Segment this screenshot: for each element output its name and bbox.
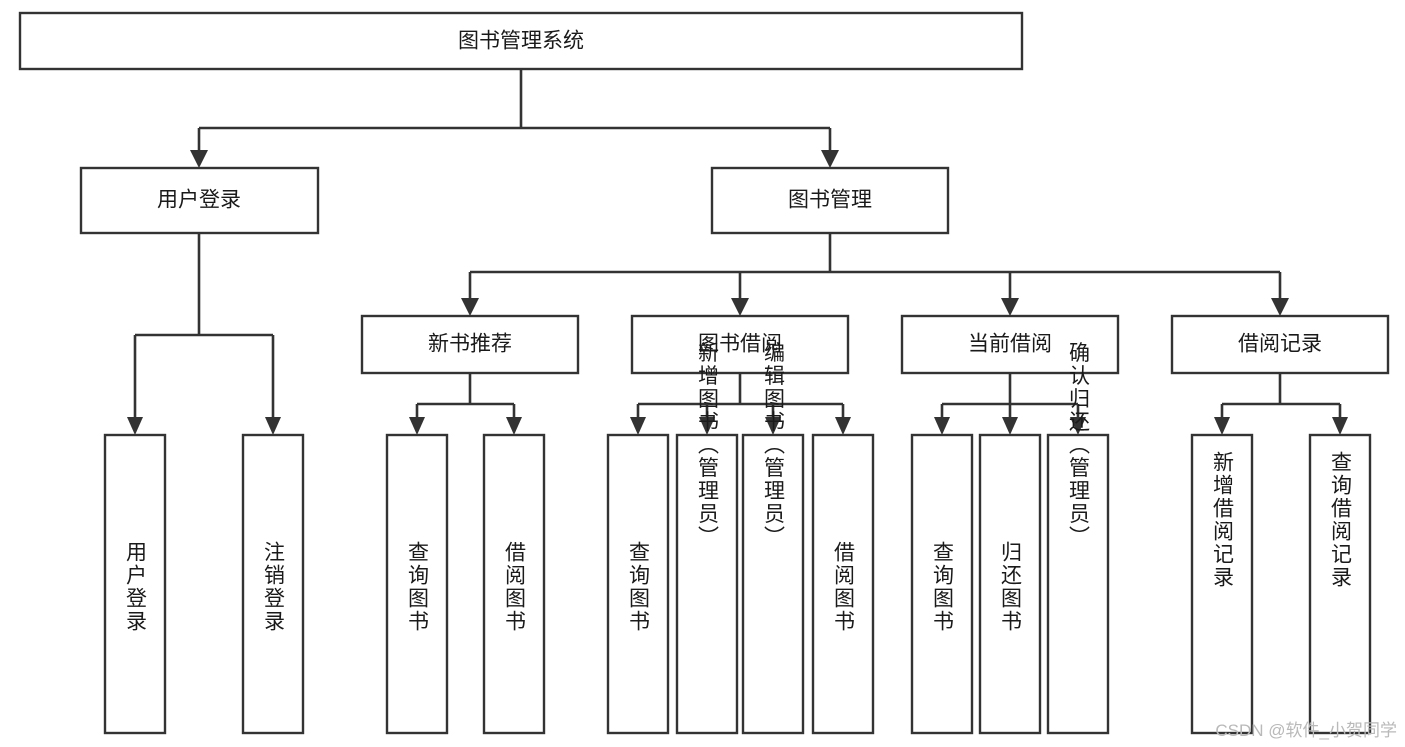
connector-group-book-borrow-to-leaves <box>630 373 851 435</box>
node-leaf-return-book-label: 归还图书 <box>999 541 1023 633</box>
node-leaf-borrow-book-1-label: 借阅图书 <box>503 541 527 633</box>
connector-group-book-manage-to-level3 <box>461 233 1289 316</box>
node-leaf-borrow-book-2-label: 借阅图书 <box>832 541 856 633</box>
arrow-head-current-borrow <box>1001 298 1019 316</box>
arrow-head-leaf-add-record <box>1214 417 1230 435</box>
connector-group-borrow-record-to-leaves <box>1214 373 1348 435</box>
arrow-head-leaf-edit-book <box>765 417 781 435</box>
arrow-head-leaf-query-book-3 <box>934 417 950 435</box>
connector-group-user-login-to-leaves <box>127 233 281 435</box>
arrow-head-leaf-logout <box>265 417 281 435</box>
node-leaf-user-login-label: 用户登录 <box>124 541 148 633</box>
arrow-head-book-manage <box>821 150 839 168</box>
node-leaf-borrow-book-1[interactable]: 借阅图书 <box>482 433 546 735</box>
node-leaf-confirm-return-label: 确认归还（管理员） <box>1067 342 1091 549</box>
node-leaf-query-book-2-box[interactable] <box>606 433 670 735</box>
node-borrow-record-label: 借阅记录 <box>1238 333 1322 356</box>
node-leaf-query-record[interactable]: 查询借阅记录 <box>1308 433 1372 735</box>
node-book-borrow-label: 图书借阅 <box>698 333 782 356</box>
arrow-head-leaf-user-login <box>127 417 143 435</box>
arrow-head-new-book-rec <box>461 298 479 316</box>
node-leaf-query-book-3[interactable]: 查询图书 <box>910 433 974 735</box>
node-leaf-add-record-box[interactable] <box>1190 433 1254 735</box>
node-new-book-rec[interactable]: 新书推荐 <box>360 314 580 375</box>
node-root-box[interactable] <box>18 11 1024 71</box>
arrow-head-leaf-query-book-2 <box>630 417 646 435</box>
node-leaf-add-book-box[interactable] <box>675 433 739 735</box>
node-leaf-borrow-book-1-box[interactable] <box>482 433 546 735</box>
node-user-login[interactable]: 用户登录 <box>79 166 320 235</box>
node-current-borrow-label: 当前借阅 <box>968 333 1052 356</box>
node-leaf-query-book-2[interactable]: 查询图书 <box>606 433 670 735</box>
node-current-borrow-box[interactable] <box>900 314 1120 375</box>
arrow-head-leaf-borrow-book-2 <box>835 417 851 435</box>
node-leaf-user-login-box[interactable] <box>103 433 167 735</box>
node-leaf-add-record-label: 新增借阅记录 <box>1211 451 1235 589</box>
node-borrow-record[interactable]: 借阅记录 <box>1170 314 1390 375</box>
node-new-book-rec-box[interactable] <box>360 314 580 375</box>
node-user-login-label: 用户登录 <box>157 189 241 212</box>
node-borrow-record-box[interactable] <box>1170 314 1390 375</box>
arrow-head-borrow-record <box>1271 298 1289 316</box>
connector-group-new-book-rec-to-leaves <box>409 373 522 435</box>
arrow-head-book-borrow <box>731 298 749 316</box>
arrow-head-leaf-return-book <box>1002 417 1018 435</box>
node-leaf-query-record-label: 查询借阅记录 <box>1329 451 1353 589</box>
node-leaf-logout-box[interactable] <box>241 433 305 735</box>
node-leaf-add-book[interactable]: 新增图书（管理员） <box>675 342 739 735</box>
node-new-book-rec-label: 新书推荐 <box>428 333 512 356</box>
arrow-head-user-login <box>190 150 208 168</box>
node-leaf-query-book-1[interactable]: 查询图书 <box>385 433 449 735</box>
node-book-manage[interactable]: 图书管理 <box>710 166 950 235</box>
node-book-borrow[interactable]: 图书借阅 <box>630 314 850 375</box>
arrow-head-leaf-query-book-1 <box>409 417 425 435</box>
node-current-borrow[interactable]: 当前借阅 <box>900 314 1120 375</box>
node-leaf-user-login[interactable]: 用户登录 <box>103 433 167 735</box>
node-book-manage-label: 图书管理 <box>788 189 872 212</box>
node-book-borrow-box[interactable] <box>630 314 850 375</box>
node-leaf-query-book-3-box[interactable] <box>910 433 974 735</box>
node-leaf-add-record[interactable]: 新增借阅记录 <box>1190 433 1254 735</box>
node-book-manage-box[interactable] <box>710 166 950 235</box>
node-root-label: 图书管理系统 <box>458 30 584 53</box>
node-leaf-confirm-return[interactable]: 确认归还（管理员） <box>1046 342 1110 735</box>
arrow-head-leaf-add-book <box>699 417 715 435</box>
node-leaf-return-book-box[interactable] <box>978 433 1042 735</box>
node-root[interactable]: 图书管理系统 <box>18 11 1024 71</box>
arrow-head-leaf-query-record <box>1332 417 1348 435</box>
node-leaf-query-book-3-label: 查询图书 <box>931 541 955 633</box>
node-leaf-query-record-box[interactable] <box>1308 433 1372 735</box>
node-leaf-borrow-book-2[interactable]: 借阅图书 <box>811 433 875 735</box>
node-leaf-query-book-2-label: 查询图书 <box>627 541 651 633</box>
arrow-head-leaf-confirm-return <box>1070 417 1086 435</box>
node-leaf-borrow-book-2-box[interactable] <box>811 433 875 735</box>
node-leaf-confirm-return-box[interactable] <box>1046 433 1110 735</box>
connector-group-current-borrow-to-leaves <box>934 373 1086 435</box>
node-leaf-edit-book-box[interactable] <box>741 433 805 735</box>
connector-group-root-to-level2 <box>190 69 839 168</box>
node-leaf-query-book-1-label: 查询图书 <box>406 541 430 633</box>
node-user-login-box[interactable] <box>79 166 320 235</box>
node-leaf-add-book-label: 新增图书（管理员） <box>696 342 720 549</box>
node-leaf-query-book-1-box[interactable] <box>385 433 449 735</box>
node-leaf-logout[interactable]: 注销登录 <box>241 433 305 735</box>
arrow-head-leaf-borrow-book-1 <box>506 417 522 435</box>
node-leaf-logout-label: 注销登录 <box>262 541 286 633</box>
node-leaf-return-book[interactable]: 归还图书 <box>978 433 1042 735</box>
node-leaf-edit-book-label: 编辑图书（管理员） <box>762 342 786 549</box>
node-leaf-edit-book[interactable]: 编辑图书（管理员） <box>741 342 805 735</box>
